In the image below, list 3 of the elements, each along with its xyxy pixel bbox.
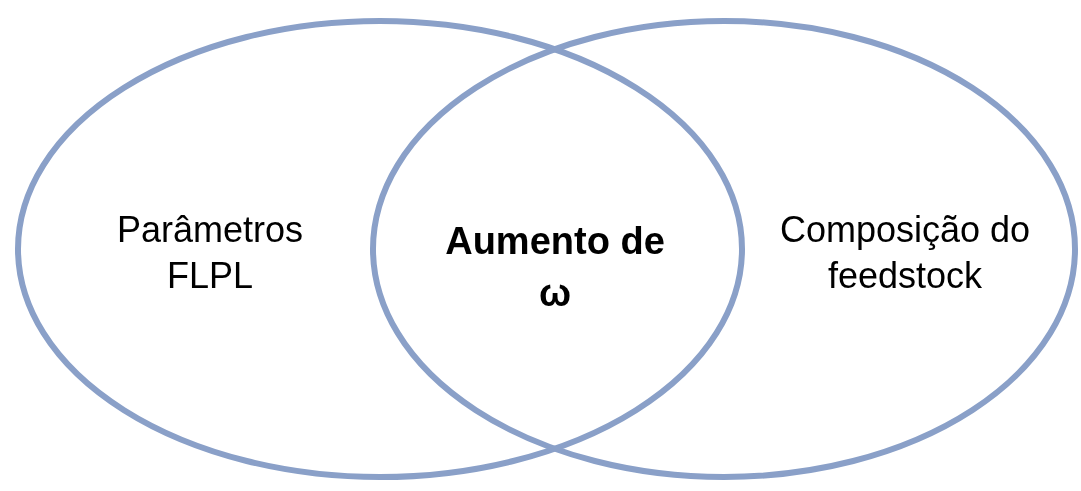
set-label: Composição do feedstock	[778, 208, 1032, 298]
set-label: Parâmetros FLPL	[115, 208, 305, 298]
intersection-label: Aumento de ω	[444, 219, 666, 316]
